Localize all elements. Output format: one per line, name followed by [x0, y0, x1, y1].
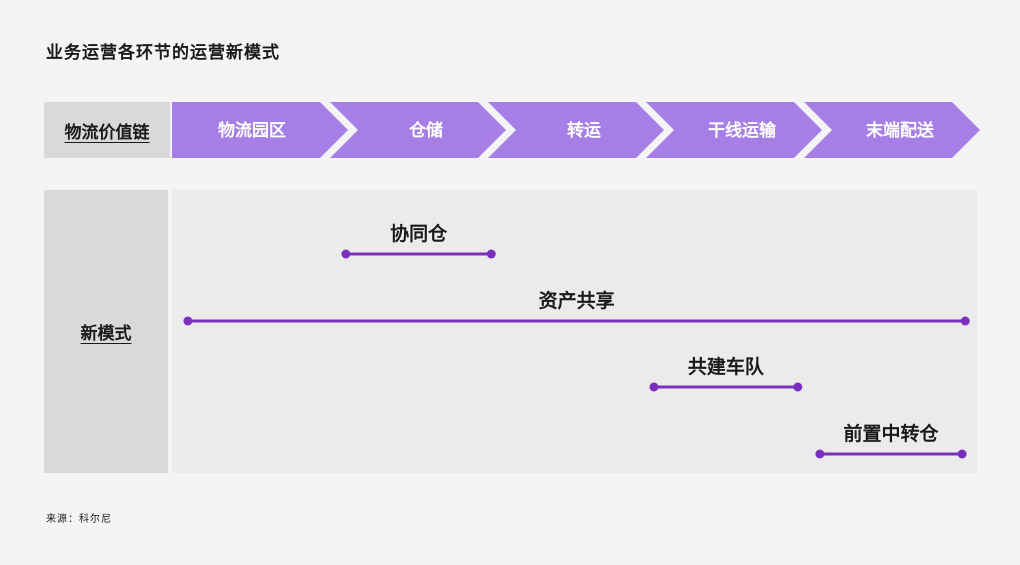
- mode-label-1: 协同仓: [390, 222, 448, 245]
- chevron-5: [804, 102, 980, 158]
- chevron-1: [172, 102, 348, 158]
- value-chain-arrows: 物流园区 仓储 转运 干线运输 末端配送: [172, 102, 980, 158]
- mode-label-3: 共建车队: [688, 355, 765, 378]
- chevron-4: [646, 102, 822, 158]
- new-mode-label: 新模式: [44, 190, 168, 473]
- mode-endpoint-1-start: [341, 249, 351, 259]
- chevron-label-5: 末端配送: [866, 120, 935, 141]
- mode-endpoint-4-end: [957, 449, 967, 459]
- chevron-label-1: 物流园区: [218, 120, 286, 141]
- chevron-label-4: 干线运输: [708, 120, 777, 141]
- value-chain-label: 物流价值链: [44, 102, 170, 158]
- mode-endpoint-3-end: [793, 382, 803, 392]
- mode-label-2: 资产共享: [539, 289, 615, 312]
- new-mode-panel: 协同仓资产共享共建车队前置中转仓: [172, 190, 977, 473]
- source-note: 来源：科尔尼: [46, 514, 112, 525]
- chevron-label-2: 仓储: [408, 120, 443, 141]
- chevron-3: [488, 102, 664, 158]
- mode-endpoint-1-end: [486, 249, 496, 259]
- mode-endpoint-3-start: [649, 382, 659, 392]
- mode-endpoint-2-start: [183, 316, 193, 326]
- chevron-2: [330, 102, 506, 158]
- chevron-label-3: 转运: [567, 120, 601, 141]
- mode-endpoint-4-start: [815, 449, 825, 459]
- mode-endpoint-2-end: [960, 316, 970, 326]
- page-title: 业务运营各环节的运营新模式: [46, 43, 280, 63]
- mode-label-4: 前置中转仓: [843, 422, 939, 445]
